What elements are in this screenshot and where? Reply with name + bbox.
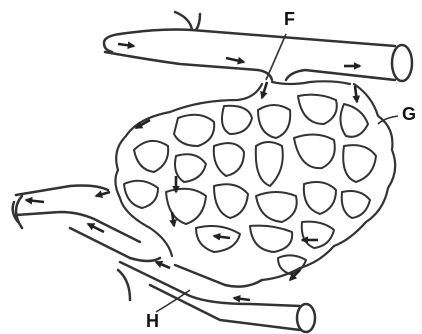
label-f: F — [284, 10, 295, 28]
flow-arrow — [96, 192, 110, 196]
flow-arrow — [355, 86, 357, 102]
capillary-loops — [124, 95, 376, 274]
venule-left — [13, 186, 160, 301]
flow-arrow — [156, 262, 170, 268]
flow-arrow — [214, 236, 230, 238]
arteriole-top — [104, 12, 412, 81]
leader-line-h — [156, 290, 190, 312]
flow-arrow — [26, 200, 44, 202]
flow-arrow — [118, 44, 134, 46]
leader-line-f — [266, 34, 286, 80]
flow-arrow — [234, 298, 250, 300]
label-g: G — [402, 105, 416, 123]
label-h: H — [146, 312, 159, 330]
flow-arrow — [88, 224, 104, 232]
flow-arrow — [226, 58, 244, 62]
